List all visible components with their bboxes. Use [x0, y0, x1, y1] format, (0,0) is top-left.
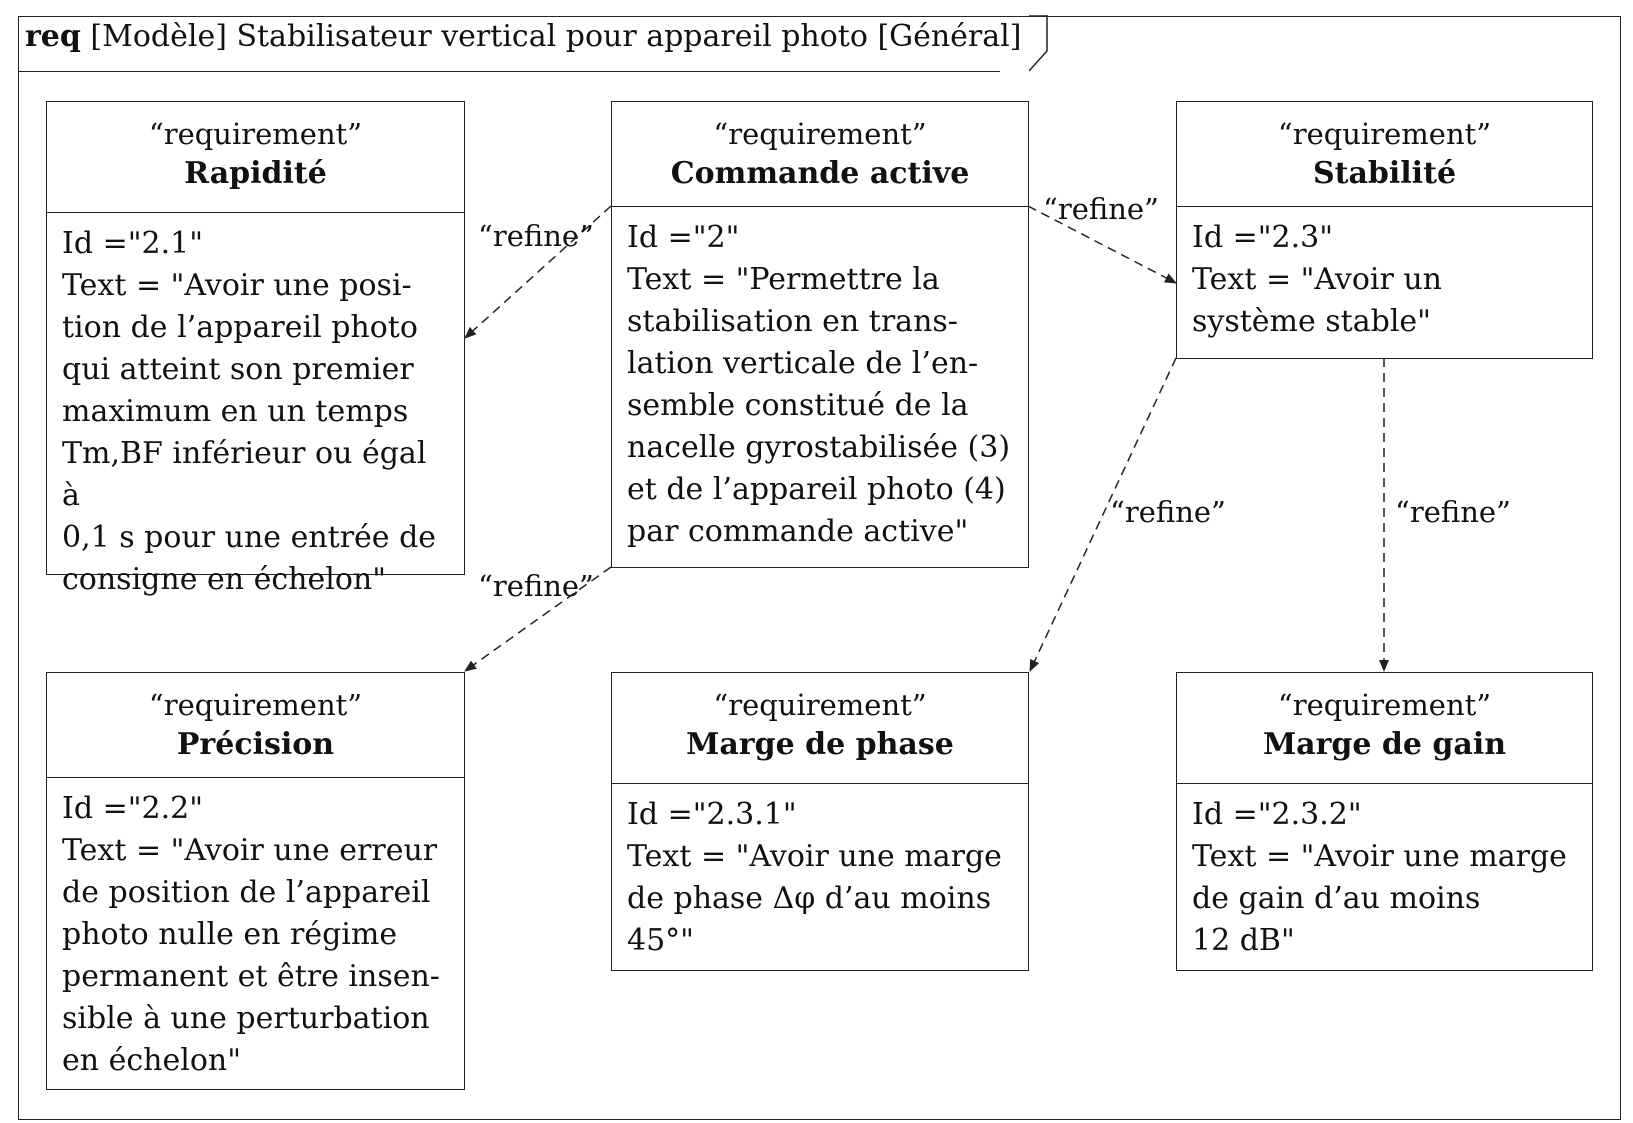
requirement-commande-active-header: “requirement” Commande active — [612, 102, 1028, 207]
requirement-marge-phase: “requirement” Marge de phase Id ="2.3.1"… — [611, 672, 1029, 971]
frame-title: [Modèle] Stabilisateur vertical pour app… — [90, 19, 1022, 54]
link-commande-to-stabilite — [1027, 205, 1177, 284]
requirement-precision-text: Id ="2.2" Text = "Avoir une erreur de po… — [62, 791, 440, 1078]
stereotype-label: “requirement” — [148, 117, 363, 151]
refine-label-rapidite: “refine” — [478, 219, 594, 253]
frame-label-corner — [1029, 15, 1049, 72]
frame-label-border — [18, 71, 1000, 72]
requirement-commande-active-text: Id ="2" Text = "Permettre la stabilisati… — [627, 220, 1011, 549]
requirement-rapidite: “requirement” Rapidité Id ="2.1" Text = … — [46, 101, 465, 597]
link-stabilite-to-phase — [1029, 357, 1177, 672]
refine-label-gain: “refine” — [1395, 495, 1511, 529]
requirement-stabilite: “requirement” Stabilité Id ="2.3" Text =… — [1176, 101, 1593, 359]
requirement-marge-gain: “requirement” Marge de gain Id ="2.3.2" … — [1176, 672, 1593, 971]
requirement-name: Commande active — [670, 156, 970, 191]
requirement-name: Marge de phase — [686, 727, 954, 762]
diagram-frame — [18, 16, 1621, 1120]
requirement-name: Stabilité — [1312, 156, 1457, 191]
requirement-marge-phase-text: Id ="2.3.1" Text = "Avoir une marge de p… — [627, 797, 1002, 958]
stereotype-label: “requirement” — [713, 688, 927, 722]
requirement-commande-active: “requirement” Commande active Id ="2" Te… — [611, 101, 1029, 568]
requirement-name: Précision — [176, 727, 335, 762]
stereotype-label: “requirement” — [148, 688, 363, 722]
refine-label-stabilite: “refine” — [1043, 192, 1159, 226]
requirement-name: Marge de gain — [1262, 727, 1507, 762]
requirement-precision-header: “requirement” Précision — [47, 673, 464, 778]
requirement-marge-phase-header: “requirement” Marge de phase — [612, 673, 1028, 784]
requirement-marge-gain-text: Id ="2.3.2" Text = "Avoir une marge de g… — [1192, 797, 1567, 958]
stereotype-label: “requirement” — [1277, 117, 1492, 151]
requirement-stabilite-text: Id ="2.3" Text = "Avoir un système stabl… — [1192, 220, 1442, 339]
stereotype-label: “requirement” — [1277, 688, 1492, 722]
requirement-precision: “requirement” Précision Id ="2.2" Text =… — [46, 672, 465, 1090]
requirement-stabilite-header: “requirement” Stabilité — [1177, 102, 1592, 207]
requirement-name: Rapidité — [184, 156, 327, 191]
requirement-rapidite-text: Id ="2.1" Text = "Avoir une posi- tion d… — [62, 226, 437, 597]
frame-label: req [Modèle] Stabilisateur vertical pour… — [18, 15, 1049, 72]
requirement-rapidite-header: “requirement” Rapidité — [47, 102, 464, 213]
requirement-marge-gain-header: “requirement” Marge de gain — [1177, 673, 1592, 784]
refine-label-phase: “refine” — [1110, 495, 1226, 529]
stereotype-label: “requirement” — [713, 117, 927, 151]
link-commande-to-rapidite — [464, 205, 612, 339]
frame-keyword: req — [25, 19, 81, 54]
refine-label-precision: “refine” — [478, 569, 594, 603]
